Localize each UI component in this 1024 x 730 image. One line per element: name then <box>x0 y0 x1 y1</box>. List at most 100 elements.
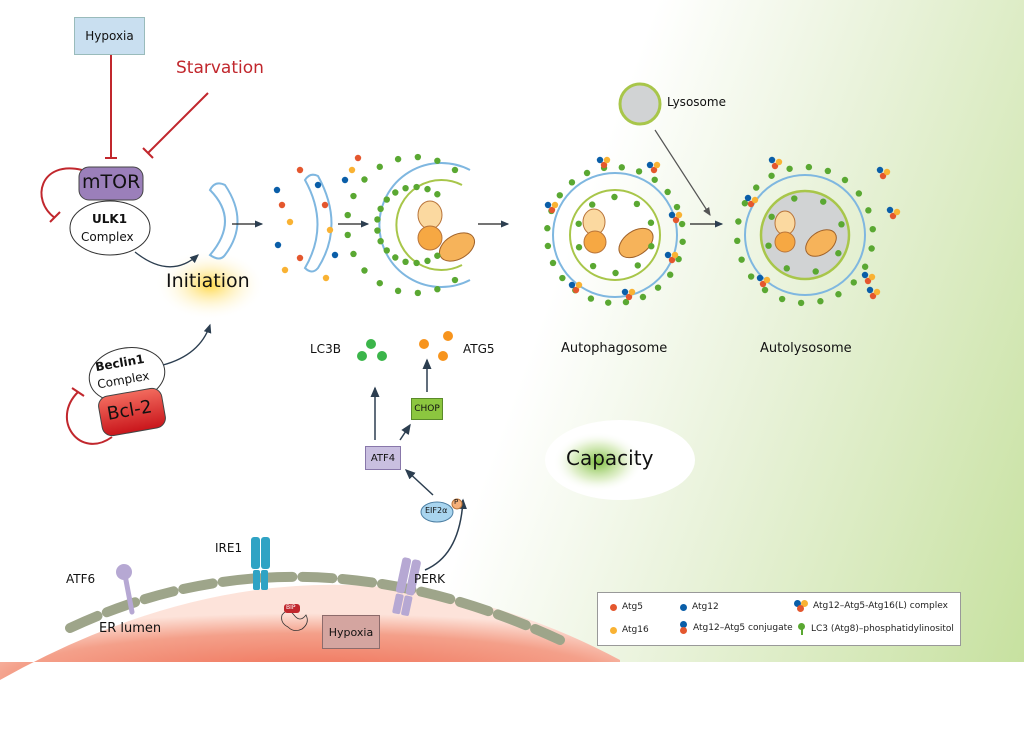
lc3-dot <box>434 157 441 164</box>
lc3b-dot <box>366 339 376 349</box>
lc3-dot <box>361 267 368 274</box>
lc3-dot <box>451 166 459 174</box>
phagophore <box>208 182 239 260</box>
atg5-dot <box>672 216 680 224</box>
lc3-dot <box>605 299 612 306</box>
initiation-glow <box>155 250 265 320</box>
lc3-dot <box>544 242 552 250</box>
cup-phagophore <box>378 162 476 288</box>
atg12-atg5-atg16-complex-icon <box>794 600 808 612</box>
atg5-dot <box>443 331 453 341</box>
atf4-box: ATF4 <box>365 446 401 470</box>
atg16-dot <box>603 156 611 164</box>
atg12-dot <box>876 166 884 174</box>
chop-box: CHOP <box>411 398 443 420</box>
lc3-dot <box>394 155 402 163</box>
cargo-protein <box>583 230 607 254</box>
legend-label: Atg16 <box>622 625 649 635</box>
green-gradient-background <box>0 0 1024 662</box>
perk-to-eif2a-arrow <box>424 498 468 571</box>
lc3-dot <box>768 172 775 179</box>
lc3-dot <box>361 176 368 183</box>
lc3-dot <box>820 198 827 205</box>
lc3-dot <box>392 189 399 196</box>
atg-dot <box>281 266 289 274</box>
er-lumen-label: ER lumen <box>99 621 162 636</box>
lc3-dot <box>835 291 842 298</box>
lc3-dot <box>855 190 863 197</box>
lc3-dot <box>735 218 742 225</box>
legend-label: LC3 (Atg8)–phosphatidylinositol <box>811 624 954 634</box>
atg16-dot <box>873 288 881 296</box>
lc3-dot <box>747 273 755 280</box>
eif2a-to-atf4-arrow <box>404 468 434 496</box>
lc3-dot <box>667 271 674 278</box>
lc3-dot <box>664 188 671 196</box>
atg16-dot <box>671 251 679 259</box>
lc3-dot <box>394 287 402 295</box>
legend-item-conjugate: Atg12–Atg5 conjugate <box>680 621 793 635</box>
lc3-dot <box>568 179 576 186</box>
lc3-dot <box>424 257 431 265</box>
atg-dot <box>321 201 329 209</box>
lc3-dot <box>738 256 745 263</box>
lc3-dot <box>786 165 793 172</box>
atg-dot <box>296 254 304 262</box>
er-hypoxia-box: Hypoxia <box>322 615 380 649</box>
atf4-label: ATF4 <box>370 452 396 464</box>
lc3-dot <box>451 276 459 284</box>
lc3-dot <box>634 262 641 269</box>
atg12-dot <box>756 274 764 282</box>
lc3-dot <box>374 216 381 223</box>
atg12-atg5-conjugate-icon <box>680 621 688 635</box>
lc3-dot <box>611 193 618 201</box>
atg5-dot <box>668 256 676 264</box>
lc3-dot <box>414 153 422 161</box>
lc3-dot <box>805 163 813 171</box>
lc3b-label: LC3B <box>310 342 341 356</box>
autolysosome-label: Autolysosome <box>760 341 852 356</box>
lc3-dot <box>383 196 390 203</box>
lc3-dot <box>549 259 557 267</box>
lc3-dot <box>869 225 876 233</box>
legend-label: Atg5 <box>622 602 643 612</box>
lc3-dot <box>783 265 790 272</box>
atg12-dot <box>861 271 869 279</box>
lc3-dot <box>559 274 566 282</box>
lc3-dot <box>383 247 390 254</box>
atg16-dot-icon <box>610 626 617 634</box>
lc3-dot <box>344 211 351 219</box>
lc3-dot <box>639 293 647 301</box>
initiation-label: Initiation <box>166 270 250 292</box>
legend: Atg5 Atg12 Atg12–Atg5-Atg16(L) complex A… <box>597 592 961 646</box>
atg5-dot <box>625 293 633 301</box>
atg-dot <box>274 241 282 249</box>
mitochondrion <box>618 227 654 259</box>
lc3-dot <box>434 252 441 259</box>
lc3-dot <box>622 298 630 306</box>
lysosome-label: Lysosome <box>667 95 726 109</box>
bcl2-feedback-inhibition <box>66 391 113 445</box>
ulk1-complex-label: Complex <box>81 230 134 244</box>
atf4-to-chop-arrow <box>399 423 411 441</box>
lc3-dot <box>376 163 383 171</box>
atg5-dot <box>650 166 658 174</box>
atg12-dot <box>886 206 894 214</box>
lc3-dot <box>741 200 749 207</box>
atg5-dot <box>864 277 872 285</box>
hypoxia-label: Hypoxia <box>85 29 134 43</box>
lc3-dot <box>350 250 357 258</box>
perk-label: PERK <box>414 572 446 586</box>
lc3-dot <box>797 299 805 307</box>
lc3-dot <box>434 286 441 293</box>
ire1-label: IRE1 <box>215 541 243 555</box>
legend-item-atg5: Atg5 <box>610 602 643 612</box>
atg16-dot <box>628 288 636 296</box>
lc3-dot <box>589 262 597 270</box>
mtor-feedback-inhibition <box>40 167 83 219</box>
lc3-dot <box>556 192 563 199</box>
atg5-dot <box>548 206 556 214</box>
atg-dot <box>286 218 294 226</box>
atg12-dot <box>621 288 629 296</box>
